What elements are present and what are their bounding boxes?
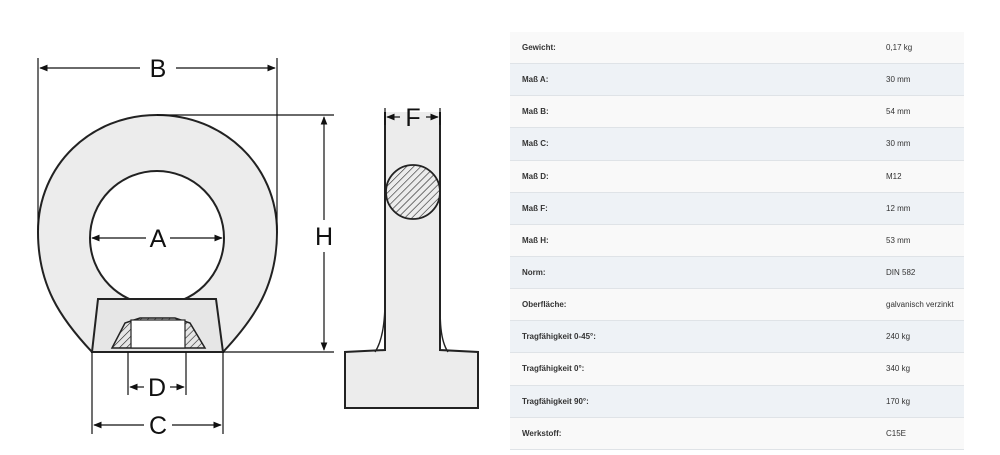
spec-value: 170 kg (874, 385, 964, 418)
table-row: Tragfähigkeit 0°:340 kg (510, 352, 964, 386)
spec-value: 340 kg (874, 352, 964, 386)
spec-key: Maß C: (510, 127, 874, 161)
spec-value: 0,17 kg (874, 32, 964, 65)
spec-key: Norm: (510, 256, 874, 290)
dimension-label-d: D (148, 374, 166, 402)
spec-value: DIN 582 (874, 256, 964, 290)
spec-key: Maß H: (510, 224, 874, 257)
table-row: Maß D:M12 (510, 160, 964, 193)
spec-value: 30 mm (874, 63, 964, 97)
table-row: Maß F:12 mm (510, 192, 964, 225)
dimension-label-f: F (405, 104, 420, 132)
spec-value: 30 mm (874, 127, 964, 161)
spec-key: Maß B: (510, 95, 874, 129)
spec-key: Werkstoff: (510, 417, 874, 450)
technical-drawing: B A H D C F (36, 55, 479, 440)
table-row: Gewicht:0,17 kg (510, 32, 964, 65)
eye-nut-front-view (36, 113, 279, 353)
spec-key: Gewicht: (510, 32, 874, 65)
dimension-lines (37, 58, 441, 434)
spec-key: Tragfähigkeit 0-45°: (510, 320, 874, 354)
table-row: Tragfähigkeit 0-45°:240 kg (510, 320, 964, 354)
dimension-label-a: A (150, 225, 167, 253)
spec-key: Maß A: (510, 63, 874, 97)
dimension-label-h: H (315, 223, 333, 251)
spec-value: 53 mm (874, 224, 964, 257)
eye-nut-side-view (344, 112, 479, 409)
table-row: Norm:DIN 582 (510, 256, 964, 290)
table-row: Maß A:30 mm (510, 63, 964, 97)
table-row: Maß H:53 mm (510, 224, 964, 257)
table-row: Oberfläche:galvanisch verzinkt (510, 288, 964, 322)
spec-key: Tragfähigkeit 0°: (510, 352, 874, 386)
spec-value: galvanisch verzinkt (874, 288, 964, 322)
table-row: Maß C:30 mm (510, 127, 964, 161)
dimension-label-b: B (150, 55, 167, 83)
spec-key: Tragfähigkeit 90°: (510, 385, 874, 418)
spec-value: 240 kg (874, 320, 964, 354)
spec-key: Maß D: (510, 160, 874, 193)
spec-key: Maß F: (510, 192, 874, 225)
specification-table: Gewicht:0,17 kg Maß A:30 mm Maß B:54 mm … (510, 32, 964, 450)
dimension-label-c: C (149, 412, 167, 440)
table-row: Tragfähigkeit 90°:170 kg (510, 385, 964, 418)
spec-value: 54 mm (874, 95, 964, 129)
spec-value: M12 (874, 160, 964, 193)
table-row: Werkstoff:C15E (510, 417, 964, 450)
table-row: Maß B:54 mm (510, 95, 964, 129)
spec-value: 12 mm (874, 192, 964, 225)
spec-value: C15E (874, 417, 964, 450)
spec-key: Oberfläche: (510, 288, 874, 322)
